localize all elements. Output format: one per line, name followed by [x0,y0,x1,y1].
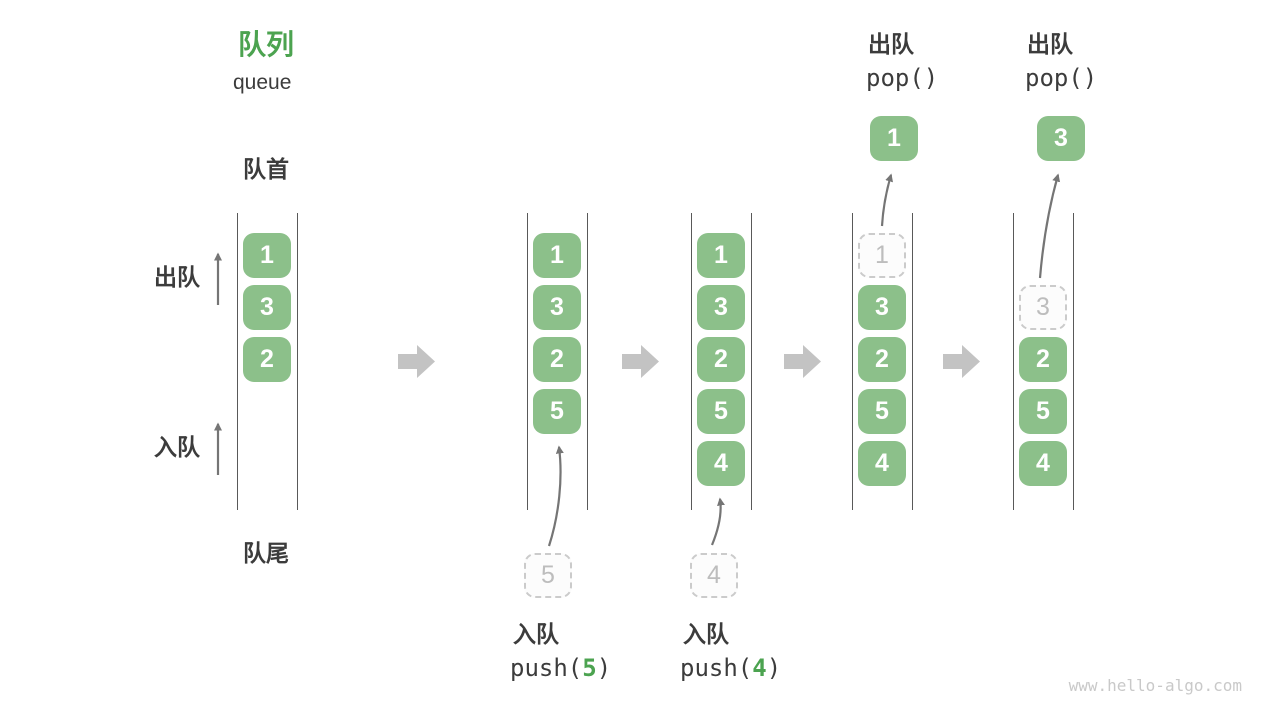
popped-slot-cell: 3 [1019,285,1067,330]
queue-cell: 2 [858,337,906,382]
code-arg: 5 [582,654,597,682]
queue-cell: 5 [1019,389,1067,434]
queue-cell: 5 [697,389,745,434]
op-label-enqueue-2: 入队 [683,621,729,647]
state-transition-arrow-icon [622,345,659,378]
queue-cell: 3 [697,285,745,330]
code-arg: 4 [752,654,767,682]
queue-cell: 2 [697,337,745,382]
state-transition-arrow-icon [943,345,980,378]
queue-cell: 4 [858,441,906,486]
code-end: ) [766,654,782,682]
queue-state-2: 1 3 2 5 [527,213,588,510]
queue-cell: 2 [1019,337,1067,382]
code-fn: push( [680,654,753,682]
queue-cell: 5 [533,389,581,434]
op-code-push-4: push(4) [680,656,781,680]
queue-cell: 1 [697,233,745,278]
queue-state-1: 1 3 2 [237,213,298,510]
state-transition-arrow-icon [398,345,435,378]
op-label-enqueue-1: 入队 [513,621,559,647]
label-dequeue-direction: 出队 [154,264,200,290]
op-code-push-5: push(5) [510,656,611,680]
queue-state-4: 1 3 2 5 4 [852,213,913,510]
queue-cell: 2 [533,337,581,382]
op-code-pop-1: pop() [866,66,938,90]
diagram-title-en: queue [233,71,292,94]
popped-value-cell: 1 [870,116,918,161]
queue-cell: 1 [243,233,291,278]
queue-cell: 3 [243,285,291,330]
pending-enqueue-cell: 5 [524,553,572,598]
op-label-dequeue-1: 出队 [868,31,914,57]
popped-value-cell: 3 [1037,116,1085,161]
label-enqueue-direction: 入队 [154,434,200,460]
label-queue-front: 队首 [243,156,289,182]
code-fn: pop() [1025,64,1098,92]
queue-state-3: 1 3 2 5 4 [691,213,752,510]
op-label-dequeue-2: 出队 [1027,31,1073,57]
state-transition-arrow-icon [784,345,821,378]
popped-slot-cell: 1 [858,233,906,278]
queue-cell: 1 [533,233,581,278]
code-fn: push( [510,654,583,682]
queue-cell: 3 [858,285,906,330]
queue-cell: 2 [243,337,291,382]
queue-cell: 3 [533,285,581,330]
queue-state-5: 3 2 5 4 [1013,213,1074,510]
diagram-title-zh: 队列 [238,29,295,60]
label-queue-rear: 队尾 [243,540,289,566]
pending-enqueue-cell: 4 [690,553,738,598]
code-end: ) [596,654,612,682]
queue-cell: 5 [858,389,906,434]
watermark: www.hello-algo.com [1068,676,1242,695]
queue-cell: 4 [1019,441,1067,486]
code-fn: pop() [866,64,939,92]
op-code-pop-2: pop() [1025,66,1097,90]
queue-cell: 4 [697,441,745,486]
